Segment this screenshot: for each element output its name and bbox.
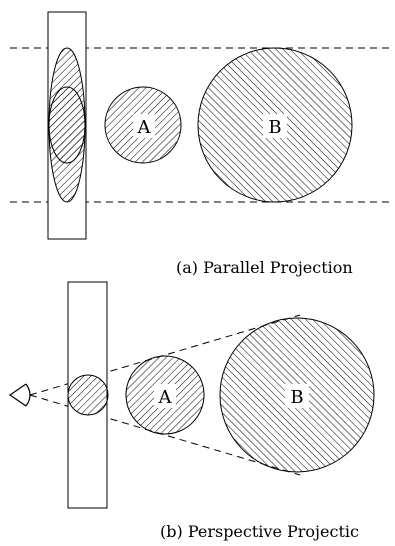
label-b-background <box>285 384 309 408</box>
projection-of-objects <box>67 374 109 416</box>
label-b: B <box>268 117 281 138</box>
caption-perspective-projection: (b) Perspective Projectic <box>160 522 359 541</box>
caption-parallel-projection: (a) Parallel Projection <box>176 258 353 277</box>
upper-sight-line <box>29 314 301 396</box>
parallel-projection-panel: A B <box>10 11 390 240</box>
lower-sight-line <box>29 394 301 476</box>
perspective-projection-panel: A B <box>8 281 375 509</box>
label-a-background <box>133 114 155 138</box>
label-b: B <box>290 387 303 408</box>
label-b-background <box>263 114 287 138</box>
label-a: A <box>158 387 173 408</box>
eye-icon <box>8 383 31 407</box>
label-a: A <box>137 117 152 138</box>
label-a-background <box>154 384 176 408</box>
projection-of-a <box>48 86 86 164</box>
